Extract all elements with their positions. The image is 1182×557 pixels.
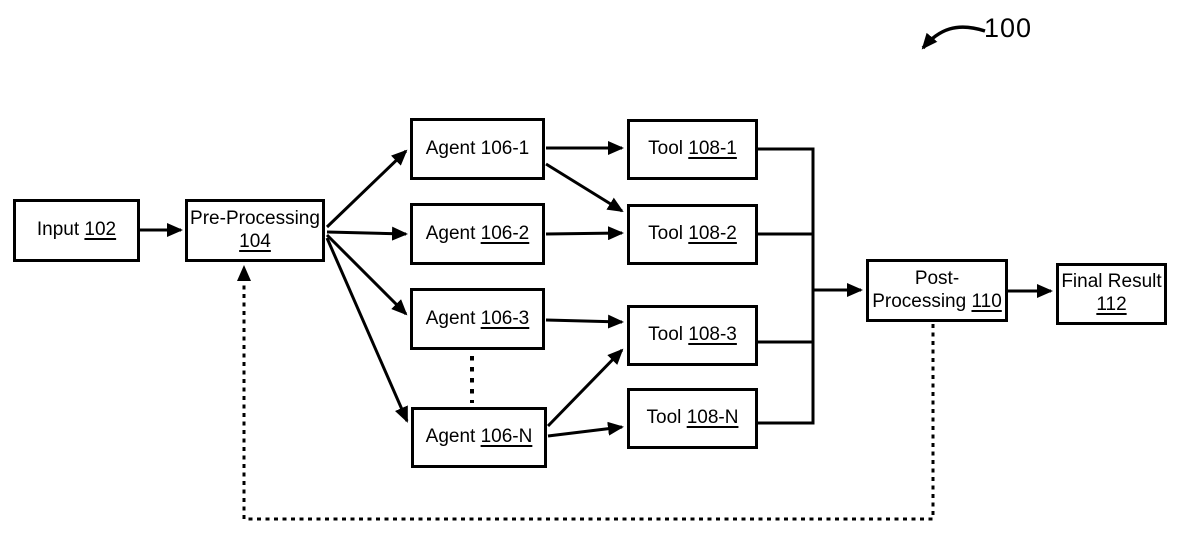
edge-pre-to-agentN [325, 237, 409, 423]
ref-104: 104 [239, 230, 271, 252]
node-tool-108-N-label: Tool 108-N [646, 407, 739, 429]
edge-agentN-to-toolN [547, 421, 624, 438]
node-agent-106-N-label: Agent 106-N [425, 426, 533, 448]
edge-feedback-post-to-pre [237, 265, 935, 521]
ref-108-2: 108-2 [688, 223, 737, 245]
ref-106-1: 106-1 [480, 137, 530, 159]
edge-pre-to-agent1 [325, 149, 408, 229]
ref-106-2: 106-2 [480, 222, 530, 244]
ref-108-3: 108-3 [688, 324, 737, 346]
ref-110: 110 [971, 290, 1002, 312]
node-final-result-label: Final Result [1061, 271, 1162, 293]
edge-pre-to-agent2 [326, 226, 408, 241]
edge-pre-to-agent3 [325, 233, 408, 316]
ref-102: 102 [84, 219, 117, 241]
edge-agent1-to-tool2 [545, 162, 624, 213]
node-tool-108-1: Tool 108-1 [627, 119, 758, 180]
node-tool-108-2: Tool 108-2 [627, 204, 758, 265]
figure-number-curved-arrow-icon [921, 25, 986, 50]
edge-agentN-to-tool3 [546, 348, 624, 428]
node-agent-106-3-label: Agent 106-3 [425, 307, 530, 329]
node-tool-108-3-label: Tool 108-3 [648, 324, 737, 346]
ref-106-3: 106-3 [480, 307, 530, 329]
node-final-result: Final Result 112 [1056, 263, 1167, 325]
node-post-processing-label-line2: Processing 110 [872, 290, 1002, 312]
node-agent-106-1-label: Agent 106-1 [425, 137, 530, 159]
node-agent-106-1: Agent 106-1 [410, 118, 545, 180]
node-tool-108-1-label: Tool 108-1 [648, 138, 737, 160]
node-tool-108-3: Tool 108-3 [627, 305, 758, 366]
node-pre-processing-label: Pre-Processing [190, 207, 320, 229]
ref-106-N: 106-N [480, 426, 533, 448]
edge-agent2-to-tool2 [545, 226, 624, 241]
node-agent-106-2: Agent 106-2 [410, 203, 545, 265]
node-agent-106-3: Agent 106-3 [410, 288, 545, 350]
node-tool-108-2-label: Tool 108-2 [648, 223, 737, 245]
node-input: Input 102 [13, 199, 140, 262]
node-agent-106-2-label: Agent 106-2 [425, 222, 530, 244]
edge-agent3-to-tool3 [545, 314, 624, 329]
ref-108-N: 108-N [686, 407, 739, 429]
node-tool-108-N: Tool 108-N [627, 388, 758, 449]
node-post-processing: Post- Processing 110 [866, 259, 1008, 322]
figure-number-label: 100 [984, 13, 1033, 43]
ref-108-1: 108-1 [688, 138, 737, 160]
node-pre-processing: Pre-Processing 104 [185, 199, 325, 262]
ref-112: 112 [1096, 294, 1127, 315]
node-agent-106-N: Agent 106-N [411, 407, 547, 468]
node-input-label: Input 102 [36, 219, 117, 241]
node-post-processing-label-line1: Post- [914, 267, 960, 289]
